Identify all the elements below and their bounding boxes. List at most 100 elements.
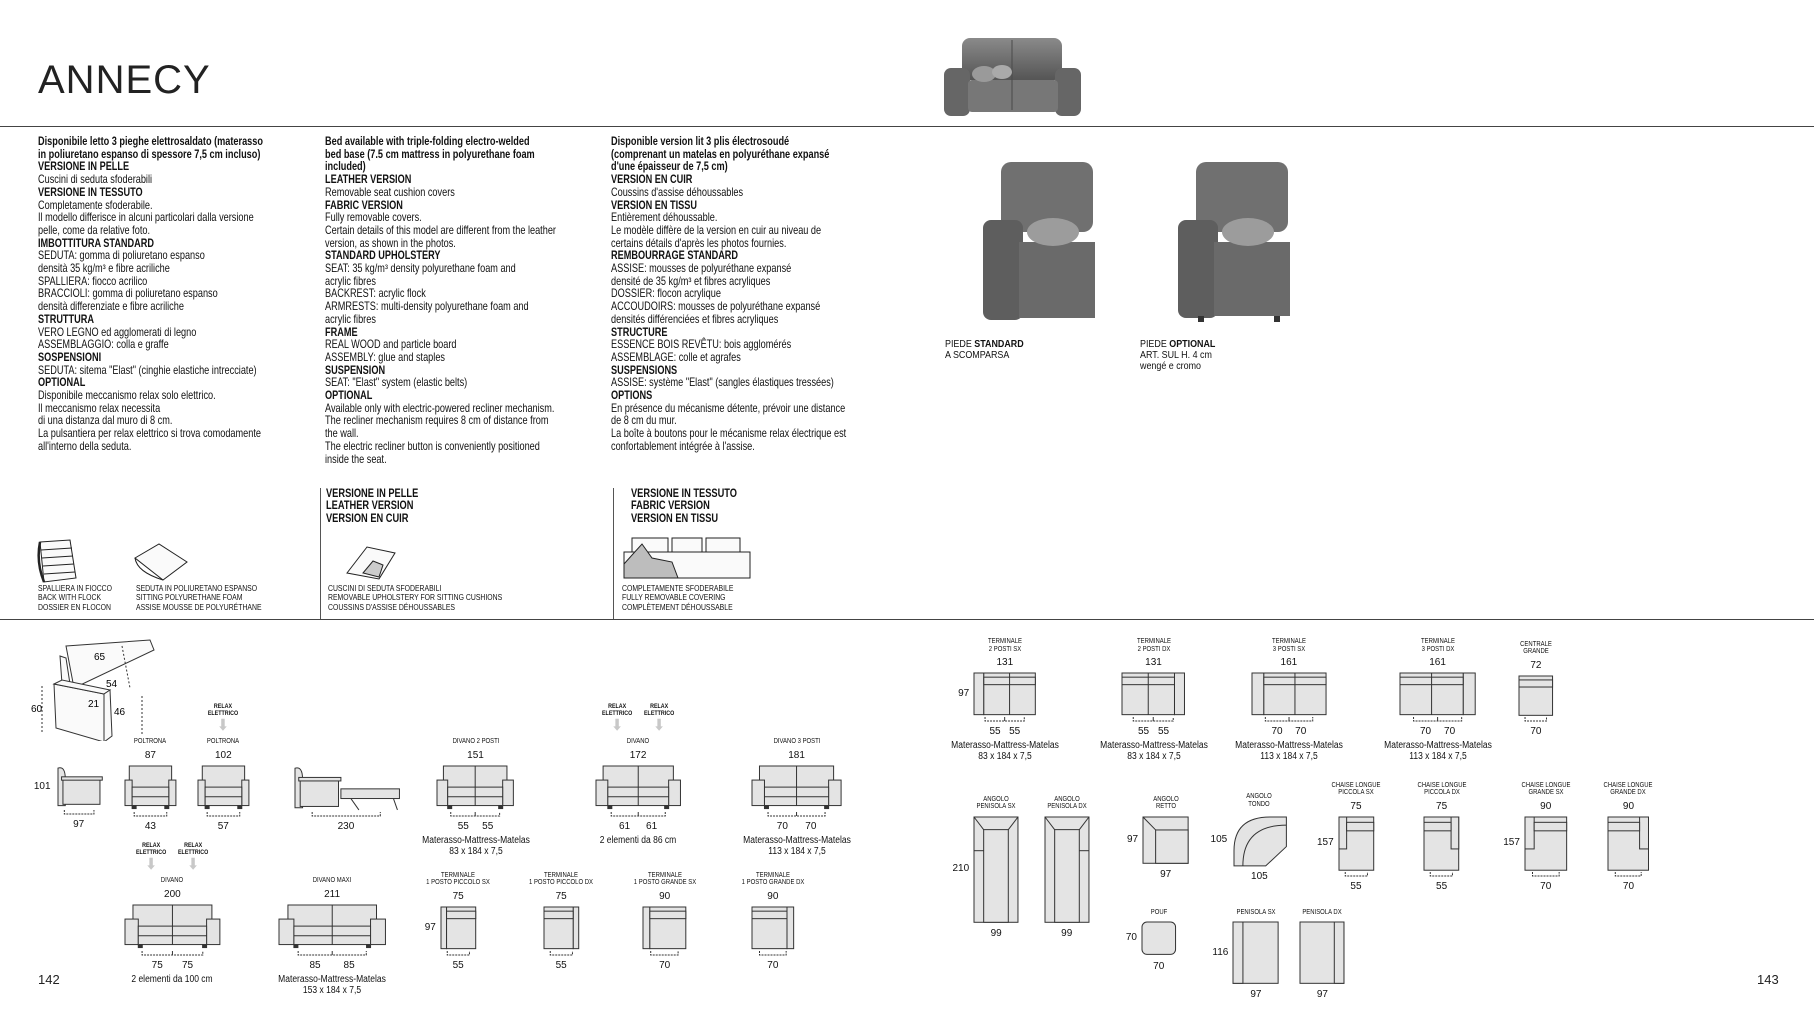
bottom-dimension: 55 [1350,881,1362,893]
note-line: Materasso-Mattress-Matelas [278,973,386,985]
text-line: Cuscini di seduta sfoderabili [38,173,153,187]
chaise-R-drawing [1423,816,1460,871]
module-label: DIVANO [161,877,183,885]
caption-line: Dossier en flocon [38,601,111,612]
text-line: acrylic fibres [325,274,376,288]
width-bracket [1615,872,1642,877]
bottom-dimension: 70 [805,820,817,832]
front-2-drawing [751,765,842,809]
left-dimension: 157 [1316,837,1334,849]
label-line: 3 POSTI SX [1272,645,1306,653]
text-line: all'interno della seduta. [38,439,132,453]
text-line: Completamente sfoderabile. [38,198,153,212]
foot-title: PIEDE OPTIONAL [1140,339,1215,350]
front-2-drawing [595,765,681,809]
width-bracket [610,811,666,817]
text-line: La boîte à boutons pour le mécanisme rel… [611,427,847,441]
top-dimension: 151 [467,749,484,761]
text-line: Disponibile meccanismo relax solo elettr… [38,389,216,403]
note-line: Materasso-Mattress-Matelas [421,834,530,846]
width-bracket [450,811,501,817]
note-line: 113 x 184 x 7,5 [1260,751,1318,762]
version-line: VERSIONE IN PELLE [326,487,419,500]
section-heading: STRUCTURE [611,325,668,339]
width-bracket [206,811,241,817]
relax-label: RELAX [142,842,161,850]
chaise-L-drawing [1338,816,1374,871]
top-dimension: 75 [452,891,464,903]
text-line: ESSENCE BOIS REVÊTU: bois agglomérés [611,338,792,352]
dim-65: 65 [94,652,106,663]
feature-caption: Cuscini di seduta sfoderabiliRemovable u… [328,583,502,612]
mattress-note: 2 elementi da 100 cm [132,974,213,985]
foot-prefix: PIEDE [945,338,975,350]
note-line: Materasso-Mattress-Matelas [1099,740,1208,751]
text-line: BACKREST: acrylic flock [325,287,426,301]
bottom-dimension: 99 [1061,928,1073,940]
section-heading: STRUTTURA [38,312,94,326]
bottom-dimension: 85 [343,959,355,971]
section-heading: OPTIONS [611,389,653,403]
penisola-R-drawing [1044,816,1090,923]
text-line: SEDUTA: sitema "Elast" (cinghie elastich… [38,363,257,377]
text-line: ASSEMBLAGGIO: colla e graffe [38,338,169,352]
section-heading: Bed available with triple-folding electr… [325,135,530,148]
relax-label: RELAX [184,842,203,850]
note-line: Materasso-Mattress-Matelas [1383,740,1492,751]
chaise-R-drawing [1607,816,1650,871]
caption-line: Fully removable covering [622,592,726,603]
bottom-dimension: 70 [1153,960,1165,972]
caption-line: Cuscini di seduta sfoderabili [328,583,442,593]
section-heading: SOSPENSIONI [38,350,102,364]
text-line: Il meccanismo relax necessita [38,401,161,415]
section-rule [0,619,1814,620]
caption-line: Assise mousse de polyuréthane [136,601,262,612]
relax-label: ELETTRICO [643,710,675,718]
section-heading: IMBOTTITURA STANDARD [38,236,155,250]
module-label: POUF [1150,909,1167,917]
label-line: 1 POSTO GRANDE DX [741,879,805,887]
label-line: TERMINALE [544,871,579,879]
pouf-drawing [1141,921,1177,956]
text-line: REAL WOOD and particle board [325,338,457,352]
top-R2-drawing [1399,672,1476,716]
label-line: TERMINALE [987,638,1022,646]
text-line: DOSSIER: flocon acrylique [611,287,721,301]
top-L1-drawing [440,906,477,950]
width-bracket [1344,872,1368,877]
caption-line: Complètement déhoussable [622,601,733,612]
label-line: CHAISE LONGUE [1331,781,1381,789]
module-label: POLTRONA [207,738,239,746]
top-dimension: 172 [629,749,647,761]
top-dimension: 90 [767,891,779,903]
retto-drawing [1142,816,1189,864]
width-bracket [1264,717,1314,722]
bottom-dimension: 230 [337,820,355,832]
mattress-note: 2 elementi da 86 cm [600,835,677,846]
section-heading: in poliuretano espanso di spessore 7,5 c… [38,147,261,161]
bottom-dimension: 55 [1157,726,1170,737]
relax-label: ELETTRICO [602,710,633,718]
version-line: FABRIC VERSION [631,499,710,513]
bottom-dimension: 43 [144,820,156,832]
label-line: 2 POSTI SX [988,645,1022,653]
label-line: PENISOLA DX [1047,803,1087,811]
label-line: 1 POSTO PICCOLO DX [529,879,594,887]
section-heading: included) [325,160,366,174]
foot-type: OPTIONAL [1169,338,1216,350]
side-bed-drawing [294,767,400,811]
down-arrow-icon: ⬇ [217,716,229,734]
